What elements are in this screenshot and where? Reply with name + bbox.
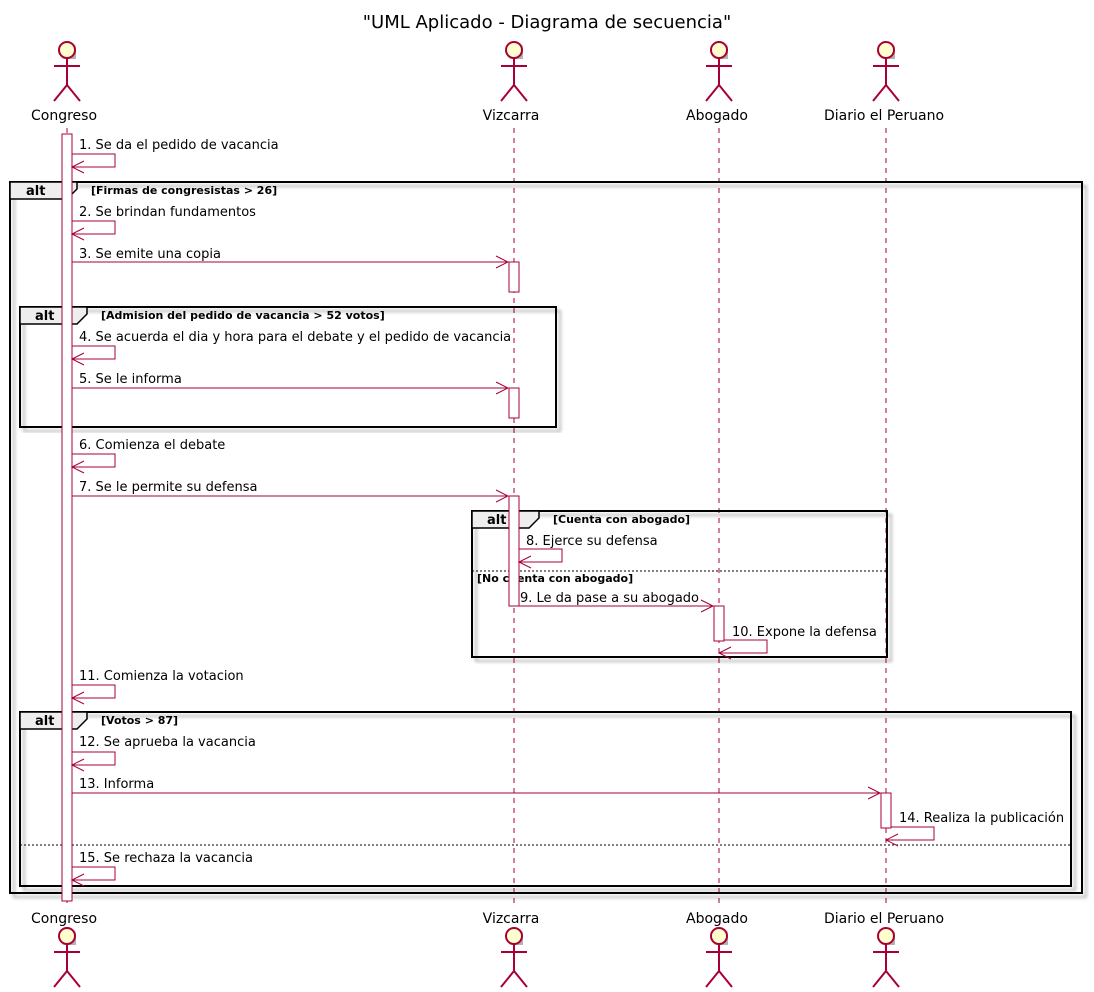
message-label: 15. Se rechaza la vacancia [79, 851, 253, 866]
actor-icon [872, 41, 900, 102]
actors-bottom: Congreso Vizcarra Abogado [31, 911, 944, 988]
fragment-keyword: alt [35, 714, 54, 729]
fragment-keyword: alt [487, 513, 506, 528]
message-14: 14. Realiza la publicación [884, 811, 1064, 847]
participant-label: Vizcarra [483, 108, 540, 124]
actor-icon [53, 927, 81, 988]
message-label: 6. Comienza el debate [79, 438, 225, 453]
message-6: 6. Comienza el debate [70, 438, 225, 474]
message-label: 11. Comienza la votacion [79, 669, 244, 684]
actor-icon [872, 927, 900, 988]
fragment-guard: [Firmas de congresistas > 26] [91, 184, 277, 197]
message-13: 13. Informa [72, 777, 882, 800]
actor-icon [705, 41, 733, 102]
participant-diario[interactable]: Diario el Peruano [824, 911, 944, 988]
actor-icon [53, 41, 81, 102]
fragment-keyword: alt [26, 184, 45, 199]
message-4: 4. Se acuerda el dia y hora para el deba… [70, 330, 511, 366]
message-label: 5. Se le informa [79, 372, 182, 387]
message-label: 14. Realiza la publicación [899, 811, 1064, 826]
activation-vizcarra [508, 495, 520, 607]
message-label: 7. Se le permite su defensa [79, 480, 257, 495]
participant-vizcarra[interactable]: Vizcarra [483, 41, 540, 124]
actor-icon [500, 41, 528, 102]
actor-icon [705, 927, 733, 988]
message-3: 3. Se emite una copia [72, 247, 510, 269]
activation-vizcarra [508, 387, 520, 419]
activation-congreso [61, 133, 73, 902]
participant-abogado[interactable]: Abogado [686, 41, 748, 124]
activation-vizcarra [508, 261, 520, 293]
activations [61, 133, 892, 902]
fragment-alt-firmas: alt [Firmas de congresistas > 26] [9, 181, 1083, 894]
participant-label: Congreso [31, 108, 97, 124]
participant-diario[interactable]: Diario el Peruano [824, 41, 944, 124]
actor-icon [500, 927, 528, 988]
message-label: 2. Se brindan fundamentos [79, 205, 256, 220]
message-12: 12. Se aprueba la vacancia [70, 735, 256, 772]
messages: 1. Se da el pedido de vacancia 2. Se bri… [70, 138, 1064, 887]
message-10: 10. Expone la defensa [717, 625, 877, 660]
participant-congreso[interactable]: Congreso [31, 41, 97, 124]
participant-congreso[interactable]: Congreso [31, 911, 97, 988]
message-8: 8. Ejerce su defensa [517, 534, 658, 569]
fragment-else-guard: [No cuenta con abogado] [477, 572, 633, 585]
participant-vizcarra[interactable]: Vizcarra [483, 911, 540, 988]
activation-abogado [713, 605, 725, 642]
fragment-guard: [Votos > 87] [101, 714, 178, 727]
participant-label: Diario el Peruano [824, 911, 944, 927]
message-11: 11. Comienza la votacion [70, 669, 244, 705]
message-5: 5. Se le informa [72, 372, 510, 395]
participant-abogado[interactable]: Abogado [686, 911, 748, 988]
participant-label: Vizcarra [483, 911, 540, 927]
participant-label: Congreso [31, 911, 97, 927]
message-1: 1. Se da el pedido de vacancia [70, 138, 279, 174]
participant-label: Diario el Peruano [824, 108, 944, 124]
diagram-title: "UML Aplicado - Diagrama de secuencia" [363, 12, 731, 33]
message-label: 9. Le da pase a su abogado [520, 591, 699, 606]
fragment-guard: [Cuenta con abogado] [553, 513, 690, 526]
message-label: 12. Se aprueba la vacancia [79, 735, 256, 750]
message-label: 1. Se da el pedido de vacancia [79, 138, 279, 153]
participant-label: Abogado [686, 911, 748, 927]
message-2: 2. Se brindan fundamentos [70, 205, 256, 241]
message-label: 13. Informa [79, 777, 154, 792]
activation-diario [880, 792, 892, 829]
message-15: 15. Se rechaza la vacancia [70, 851, 253, 887]
message-label: 4. Se acuerda el dia y hora para el deba… [79, 330, 511, 345]
fragment-keyword: alt [35, 309, 54, 324]
message-7: 7. Se le permite su defensa [72, 480, 510, 503]
participant-label: Abogado [686, 108, 748, 124]
message-label: 10. Expone la defensa [732, 625, 877, 640]
message-label: 8. Ejerce su defensa [526, 534, 658, 549]
message-9: 9. Le da pase a su abogado [519, 591, 715, 613]
actors-top: Congreso Vizcarra Abogado [31, 41, 944, 124]
fragment-alt-votos: alt [Votos > 87] [19, 711, 1072, 887]
fragment-guard: [Admision del pedido de vacancia > 52 vo… [101, 309, 385, 322]
fragment-alt-admision: alt [Admision del pedido de vacancia > 5… [19, 306, 557, 428]
message-label: 3. Se emite una copia [79, 247, 221, 262]
